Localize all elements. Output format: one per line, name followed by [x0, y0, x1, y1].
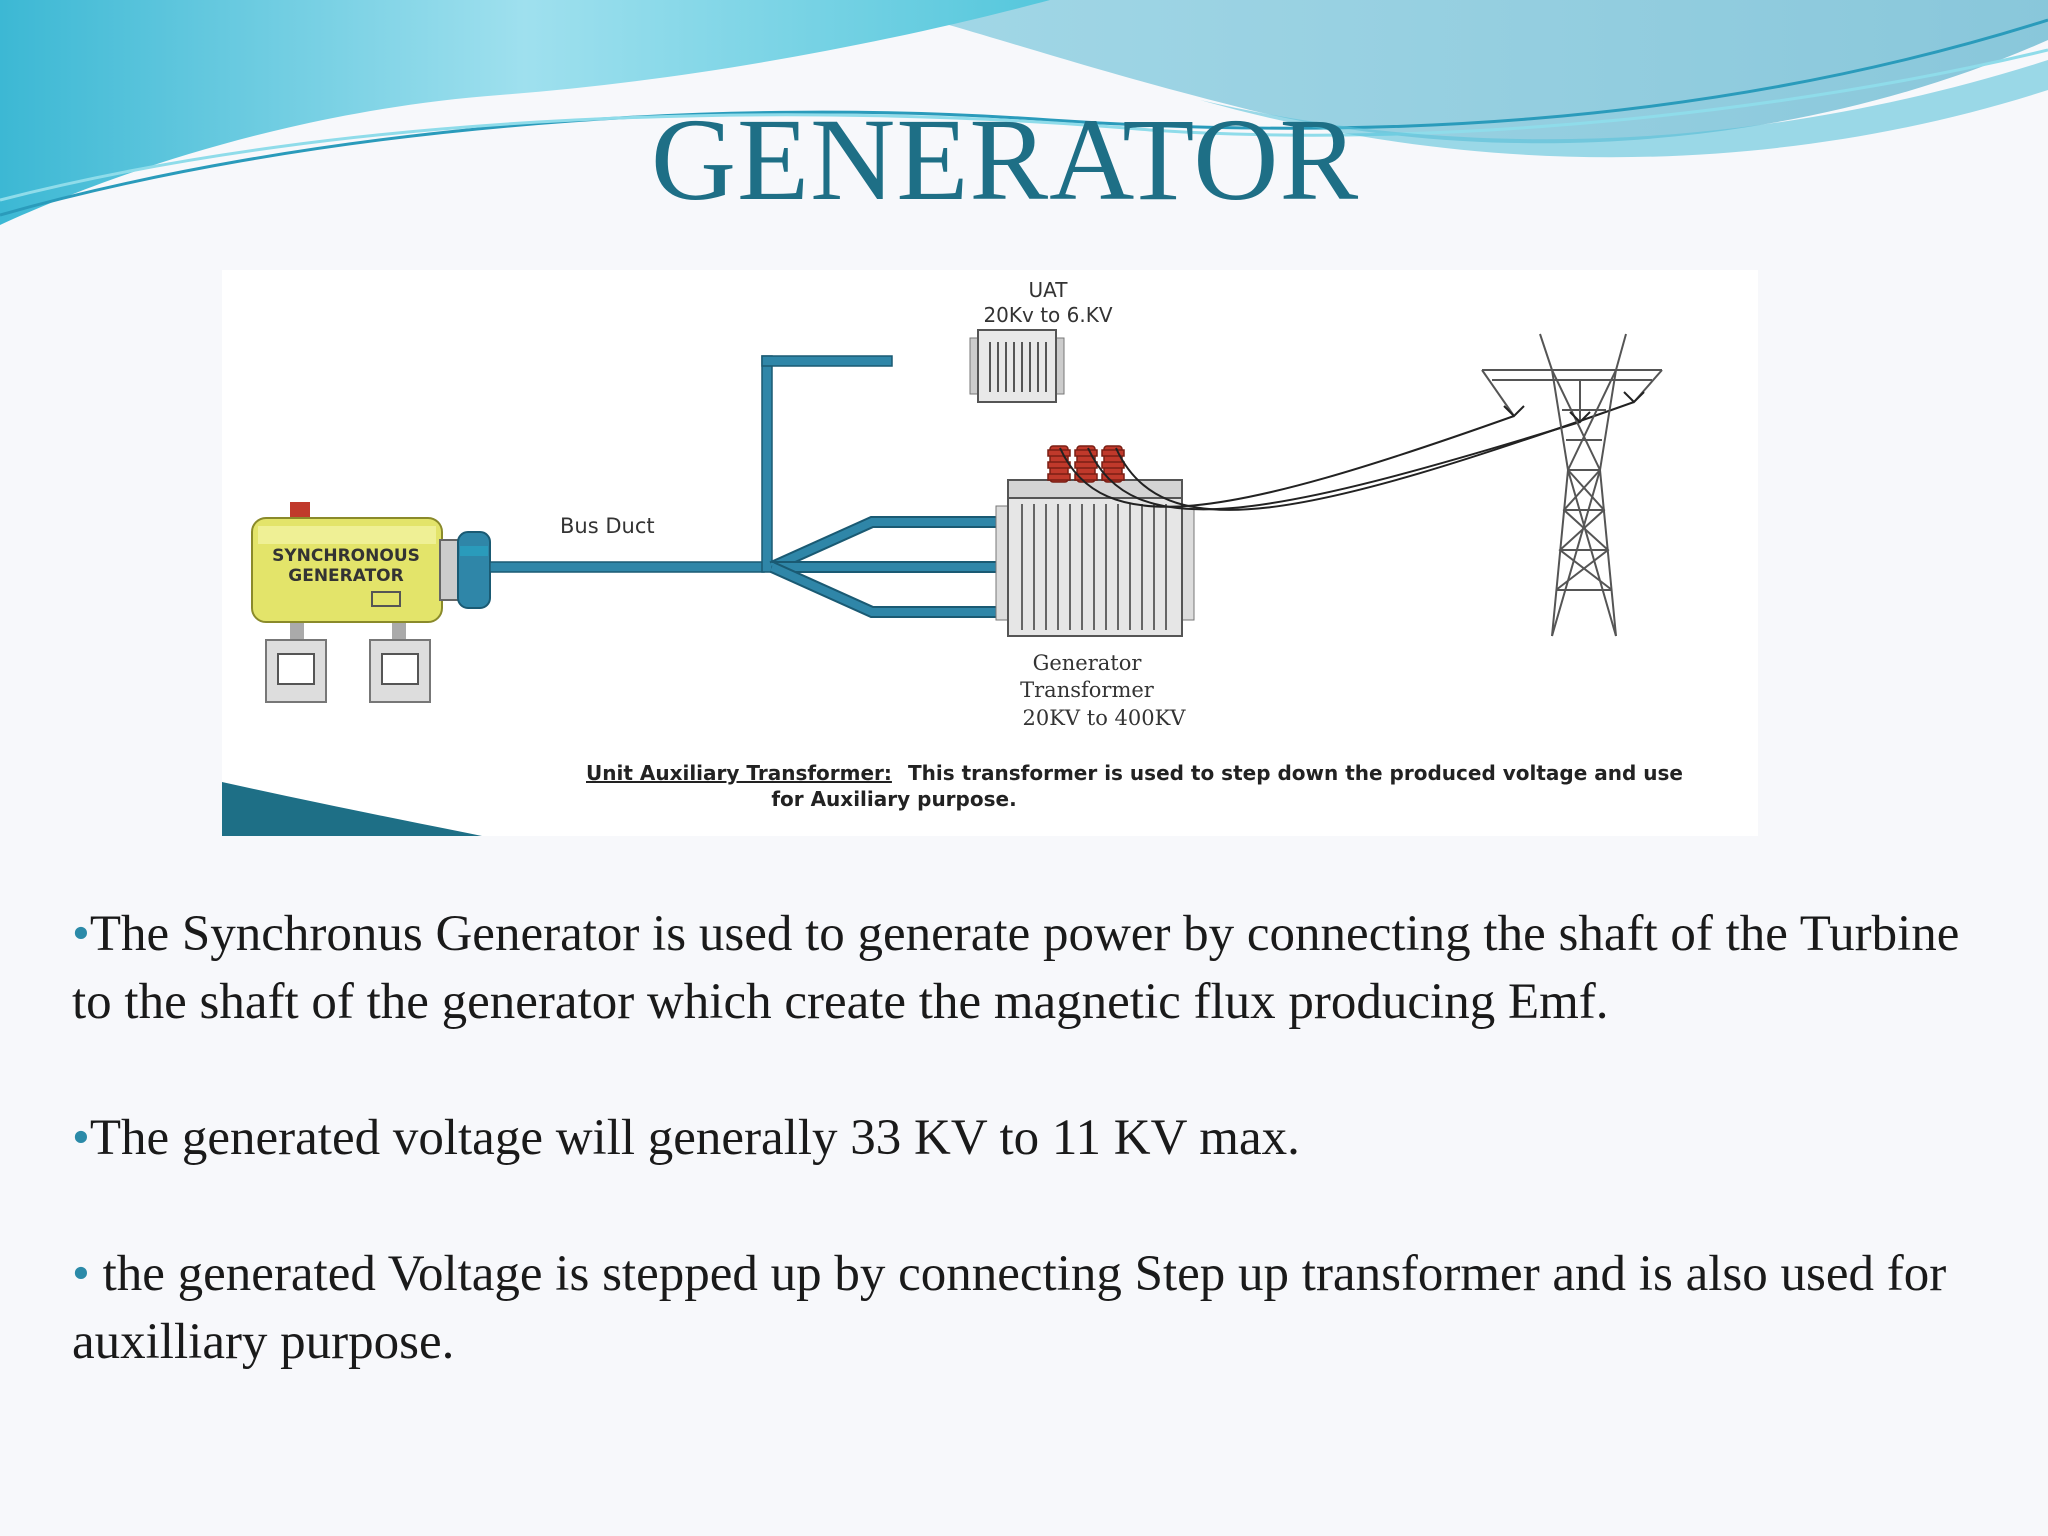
bullet-text: the generated Voltage is stepped up by c… — [72, 1246, 1947, 1370]
unit-auxiliary-transformer: UAT 20Kv to 6.KV — [969, 278, 1113, 403]
generator-label-line2: GENERATOR — [288, 566, 403, 586]
bullet-marker: • — [72, 1110, 90, 1166]
bullet-item-3: • the generated Voltage is stepped up by… — [72, 1240, 1972, 1376]
gt-label-line2: Transformer — [1020, 678, 1155, 702]
bullet-item-2: •The generated voltage will generally 33… — [72, 1104, 1972, 1172]
note-title: Unit Auxiliary Transformer: — [586, 761, 892, 785]
bullet-marker: • — [72, 1246, 90, 1302]
bullet-list: •The Synchronus Generator is used to gen… — [72, 900, 1972, 1444]
synchronous-generator: SYNCHRONOUS GENERATOR — [251, 502, 491, 623]
uat-label: UAT — [1029, 278, 1069, 302]
slide-title: GENERATOR — [650, 94, 1360, 225]
bullet-text: The Synchronus Generator is used to gene… — [72, 906, 1960, 1030]
bus-duct: Bus Duct — [489, 355, 1000, 618]
bullet-item-1: •The Synchronus Generator is used to gen… — [72, 900, 1972, 1036]
header-wave-decoration — [0, 0, 2048, 225]
gt-label-line1: Generator — [1033, 651, 1143, 675]
note-line2: for Auxiliary purpose. — [771, 787, 1016, 811]
transmission-lines — [1059, 401, 1635, 511]
bus-duct-label: Bus Duct — [560, 514, 655, 538]
bullet-text: The generated voltage will generally 33 … — [89, 1110, 1300, 1166]
uat-rating: 20Kv to 6.KV — [983, 303, 1112, 327]
power-plant-diagram: SYNCHRONOUS GENERATOR Bus Duct — [222, 270, 1758, 836]
hv-bushings — [1047, 445, 1125, 483]
note-line1: This transformer is used to step down th… — [908, 761, 1683, 785]
diagram-canvas: SYNCHRONOUS GENERATOR Bus Duct — [222, 278, 1683, 836]
bullet-marker: • — [72, 906, 90, 962]
uat-note: Unit Auxiliary Transformer: This transfo… — [586, 761, 1683, 811]
corner-swoosh — [222, 782, 482, 836]
generator-label-line1: SYNCHRONOUS — [272, 546, 420, 566]
generator-transformer: Generator Transformer 20KV to 400KV — [995, 445, 1195, 730]
transmission-tower — [1481, 333, 1663, 637]
generator-feet — [265, 618, 431, 703]
gt-rating: 20KV to 400KV — [1023, 706, 1187, 730]
